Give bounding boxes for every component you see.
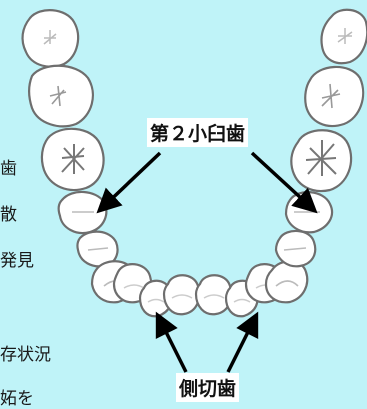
- cutoff-text-2: 散: [0, 205, 17, 225]
- cutoff-text-1: 歯: [0, 159, 17, 179]
- incisor-arrows: [155, 311, 259, 373]
- right-premolars: [264, 191, 334, 304]
- label-second-premolar: 第２小臼歯: [147, 118, 249, 147]
- label-lateral-incisor: 側切歯: [176, 373, 240, 402]
- cutoff-text-4: 存状況: [0, 345, 51, 365]
- arrow-right-incisor: [226, 311, 259, 373]
- cutoff-text-5: 妬を: [0, 389, 34, 409]
- tooth-left-second-molar: [27, 64, 94, 128]
- tooth-right-second-molar: [304, 65, 365, 128]
- arrow-left-premolar: [96, 151, 162, 214]
- incisors: [112, 263, 285, 318]
- arrow-right-premolar: [250, 151, 318, 214]
- arrow-left-incisor: [155, 311, 188, 373]
- premolar-arrows: [96, 151, 318, 214]
- cutoff-text-3: 発見: [0, 251, 34, 271]
- left-molars: [21, 9, 105, 192]
- right-molars: [290, 8, 367, 193]
